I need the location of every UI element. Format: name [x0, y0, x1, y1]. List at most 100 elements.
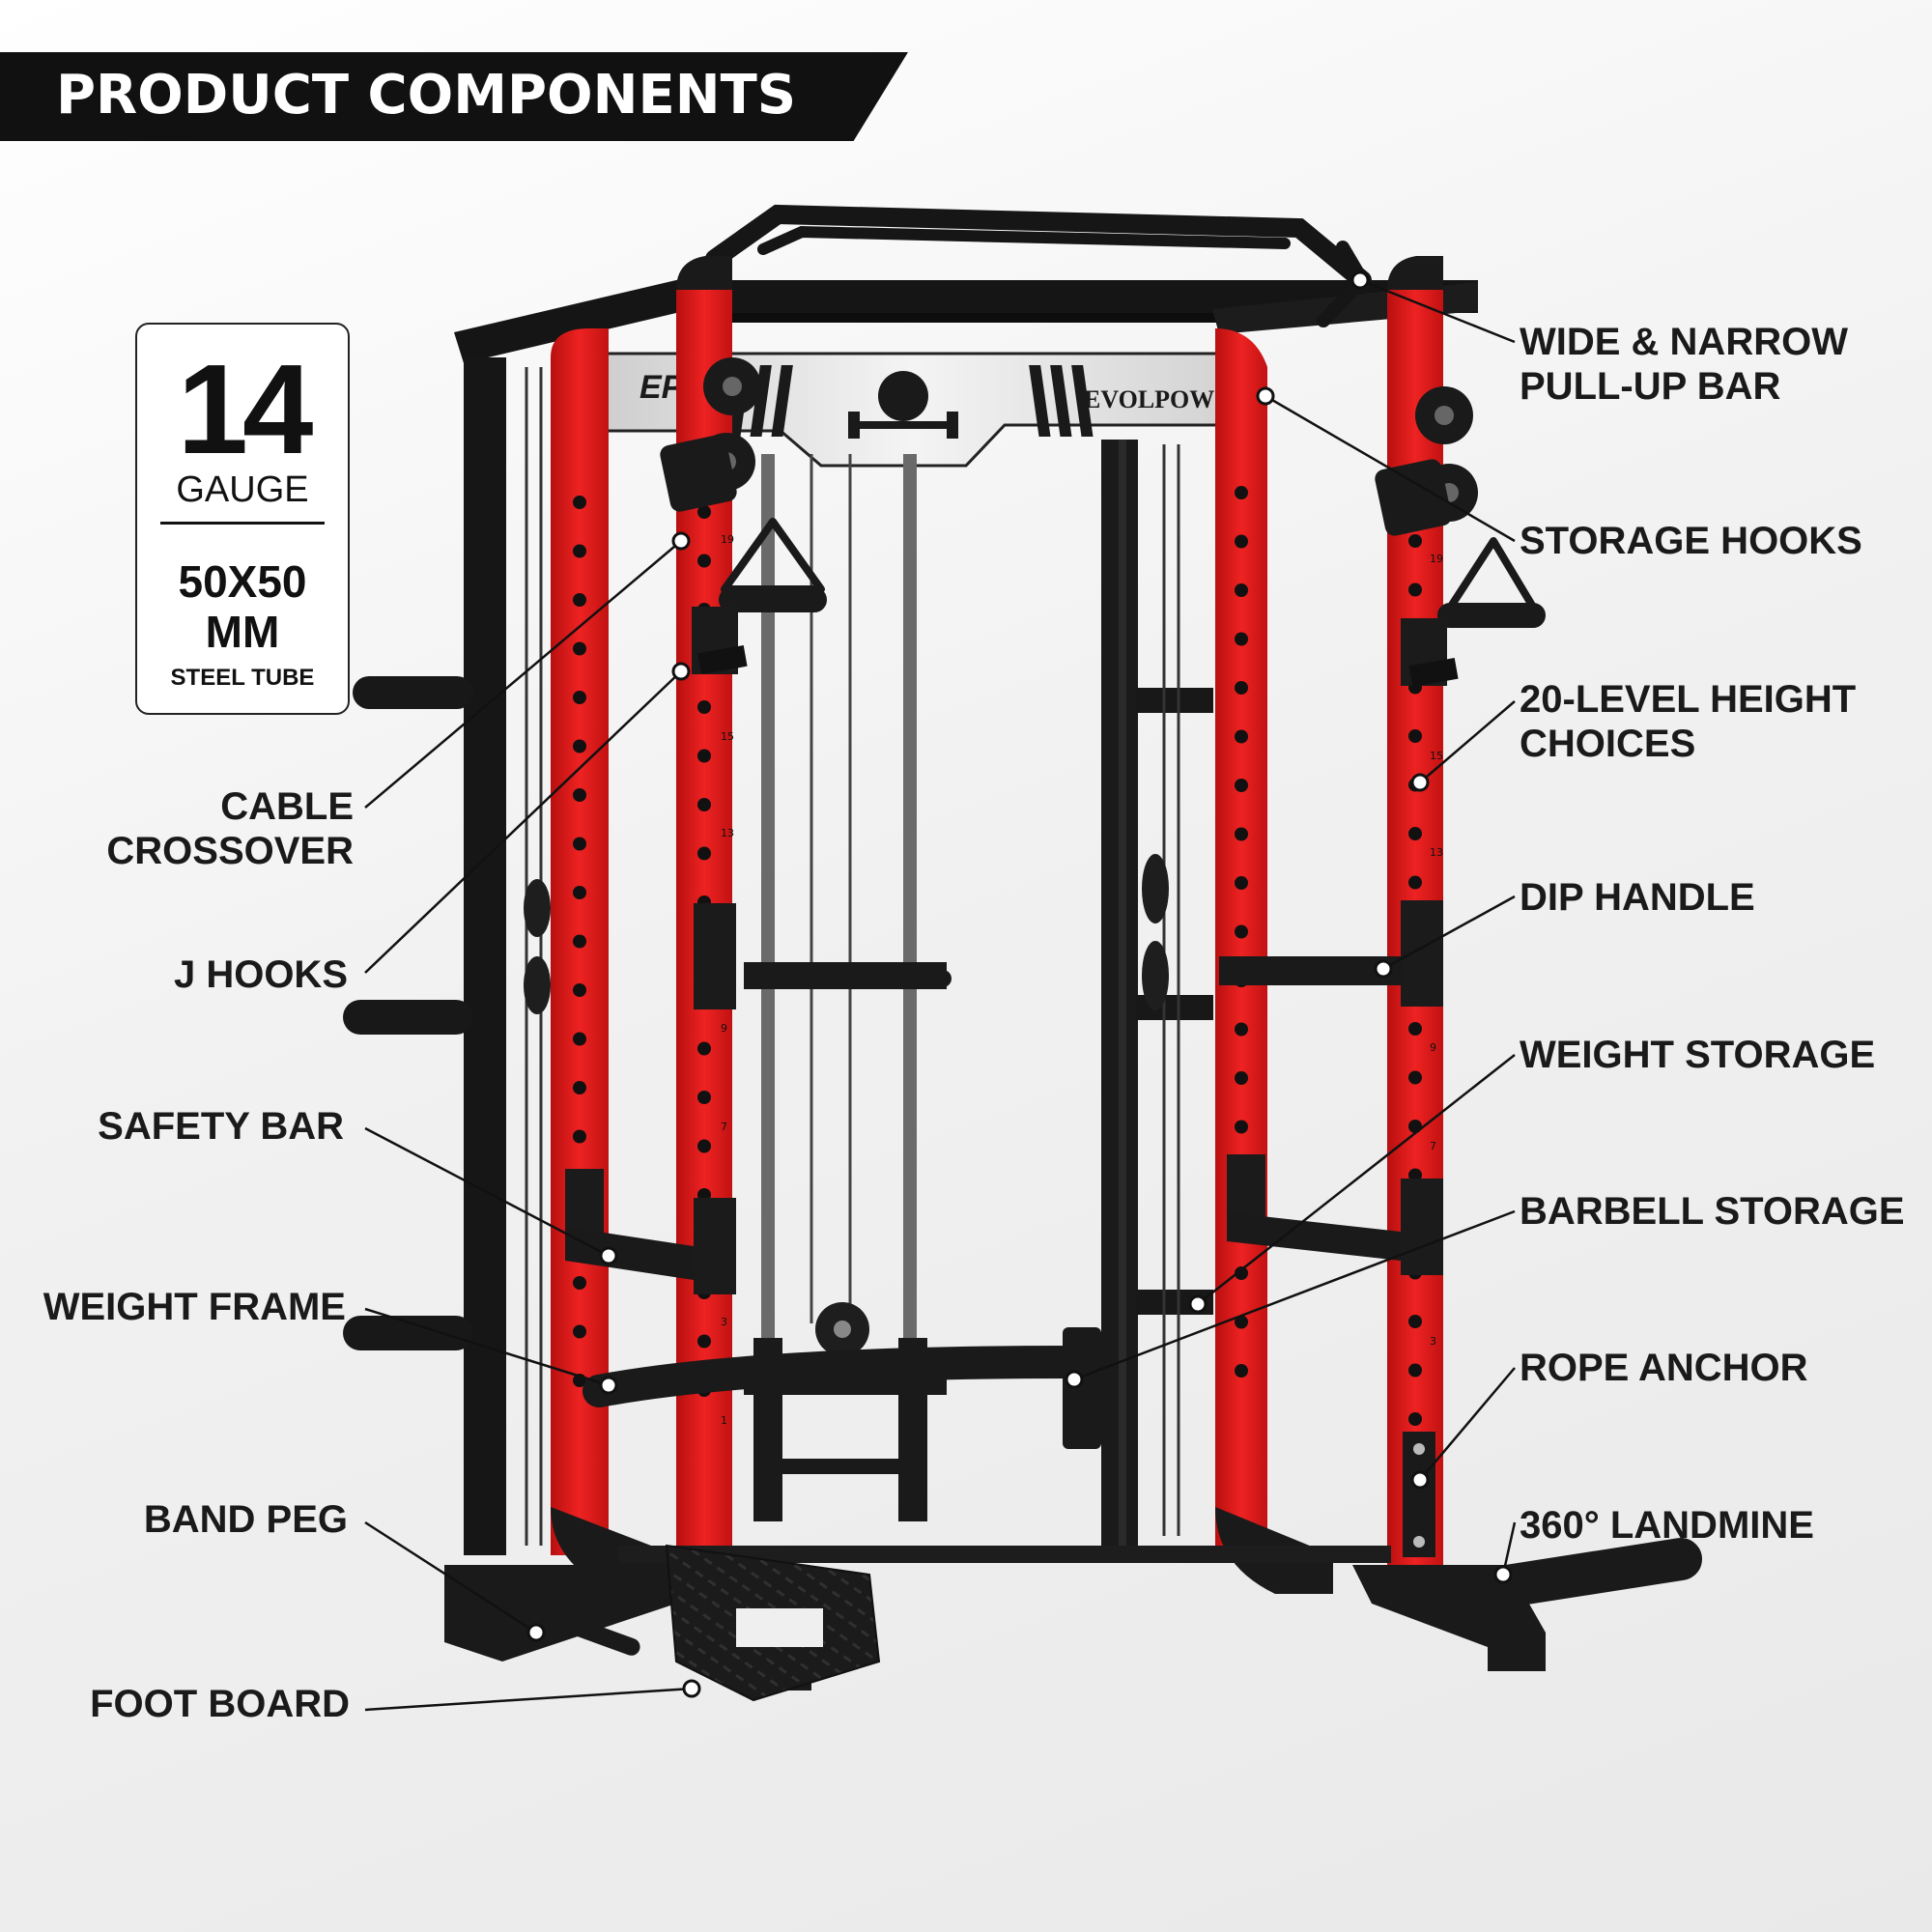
label-dip-handle: DIP HANDLE: [1520, 876, 1755, 919]
leader-line: [1359, 278, 1516, 344]
callout-dot: [1493, 1565, 1513, 1584]
label-safety-bar: SAFETY BAR: [98, 1105, 344, 1148]
base-frame: [444, 1546, 1546, 1690]
upright-hole: [1235, 1120, 1248, 1134]
upright-hole: [1408, 1412, 1422, 1426]
label-foot-board: FOOT BOARD: [90, 1683, 350, 1725]
barbell-storage: [582, 1327, 1101, 1449]
label-line: PULL-UP BAR: [1520, 365, 1781, 408]
callout-dot: [1256, 386, 1275, 406]
label-height-choices: 20-LEVEL HEIGHT CHOICES: [1520, 677, 1856, 766]
foot-board: [665, 1544, 881, 1702]
gauge-unit: GAUGE: [176, 469, 309, 510]
callout-dot: [1410, 1470, 1430, 1490]
upright-hole: [1408, 827, 1422, 840]
upright-hole: [573, 1081, 586, 1094]
front-red-uprights: [676, 256, 1443, 1604]
callout-dot: [1065, 1370, 1084, 1389]
callout-markers: [526, 270, 1513, 1698]
upright-hole: [573, 1032, 586, 1046]
label-storage-hooks: STORAGE HOOKS: [1520, 520, 1862, 562]
spec-divider: [160, 522, 325, 525]
label-cable-crossover: CABLE CROSSOVER: [106, 784, 354, 873]
rear-uprights: [464, 357, 1138, 1555]
page-title: PRODUCT COMPONENTS: [56, 64, 797, 127]
label-rope-anchor: ROPE ANCHOR: [1520, 1347, 1808, 1389]
callout-dot: [682, 1679, 701, 1698]
callout-dot: [1188, 1294, 1208, 1314]
upright-hole: [1408, 729, 1422, 743]
upright-hole: [697, 554, 711, 568]
tube-size-line1: 50X50: [178, 556, 307, 607]
brand-name: EVOLPOW: [1084, 385, 1214, 413]
leader-line: [364, 1520, 537, 1634]
upright-hole: [697, 505, 711, 519]
tube-material: STEEL TUBE: [170, 665, 315, 691]
upright-hole: [573, 837, 586, 851]
label-line: CABLE: [220, 785, 354, 828]
label-landmine: 360° LANDMINE: [1520, 1504, 1814, 1547]
upright-hole: [573, 934, 586, 949]
upright-hole: [697, 846, 711, 861]
upright-hole: [1235, 924, 1248, 939]
upright-hole: [573, 1129, 586, 1144]
weight-storage-pegs-left: [343, 676, 473, 1350]
upright-hole: [1408, 1363, 1422, 1378]
callout-dot: [671, 531, 691, 551]
upright-hole: [573, 1276, 586, 1290]
callout-dot: [671, 662, 691, 681]
tube-size: 50X50 MM: [137, 556, 348, 657]
upright-hole: [1235, 1364, 1248, 1378]
upright-hole: [697, 1334, 711, 1349]
callout-dot: [599, 1246, 618, 1265]
upright-hole: [1235, 681, 1248, 695]
hole-number: 13: [1430, 846, 1443, 859]
upright-hole: [1235, 729, 1248, 744]
upright-hole: [573, 641, 586, 656]
gorilla-emblem-icon: [878, 371, 928, 421]
leader-line: [1264, 394, 1516, 543]
label-line: CHOICES: [1520, 723, 1696, 765]
cable-handles: [719, 518, 1546, 628]
upright-hole: [1235, 1022, 1248, 1037]
callout-dot: [526, 1623, 546, 1642]
callout-leader-lines: [364, 278, 1517, 1712]
hole-number: 13: [721, 827, 734, 839]
upright-hole: [1235, 827, 1248, 841]
upright-hole: [573, 593, 586, 607]
hole-number: 3: [721, 1316, 727, 1328]
leader-line: [364, 1307, 610, 1387]
callout-dot: [1410, 773, 1430, 792]
upright-hole: [573, 544, 586, 558]
label-barbell-storage: BARBELL STORAGE: [1520, 1190, 1905, 1233]
hole-number: 7: [1430, 1140, 1436, 1152]
upright-hole: [697, 1041, 711, 1056]
weight-storage-pegs-right: [1136, 688, 1213, 1315]
label-band-peg: BAND PEG: [143, 1498, 348, 1541]
upright-hole: [697, 700, 711, 714]
title-banner: [0, 52, 908, 141]
leader-line: [1197, 1054, 1516, 1305]
gauge-number: 14: [177, 338, 314, 480]
upright-hole: [573, 886, 586, 899]
hole-number: 9: [1430, 1041, 1436, 1054]
leader-line: [1382, 895, 1516, 971]
center-cable-tower: [744, 454, 952, 1521]
upright-hole: [573, 496, 586, 509]
upright-hole: [1408, 582, 1422, 597]
upright-hole: [697, 749, 711, 763]
upright-hole: [1408, 1120, 1422, 1133]
upright-hole: [1408, 1315, 1422, 1328]
callout-dot: [1374, 959, 1393, 979]
j-hook-blocks: [692, 607, 1459, 688]
upright-hole: [1235, 779, 1248, 792]
upright-hole: [1235, 534, 1248, 549]
hole-number: 3: [1430, 1335, 1436, 1348]
upright-hole: [573, 788, 586, 802]
upright-hole: [573, 983, 586, 997]
upright-hole: [1408, 534, 1422, 548]
upright-hole: [1408, 1070, 1422, 1085]
hole-number: 15: [721, 730, 734, 743]
leader-line: [364, 670, 682, 974]
